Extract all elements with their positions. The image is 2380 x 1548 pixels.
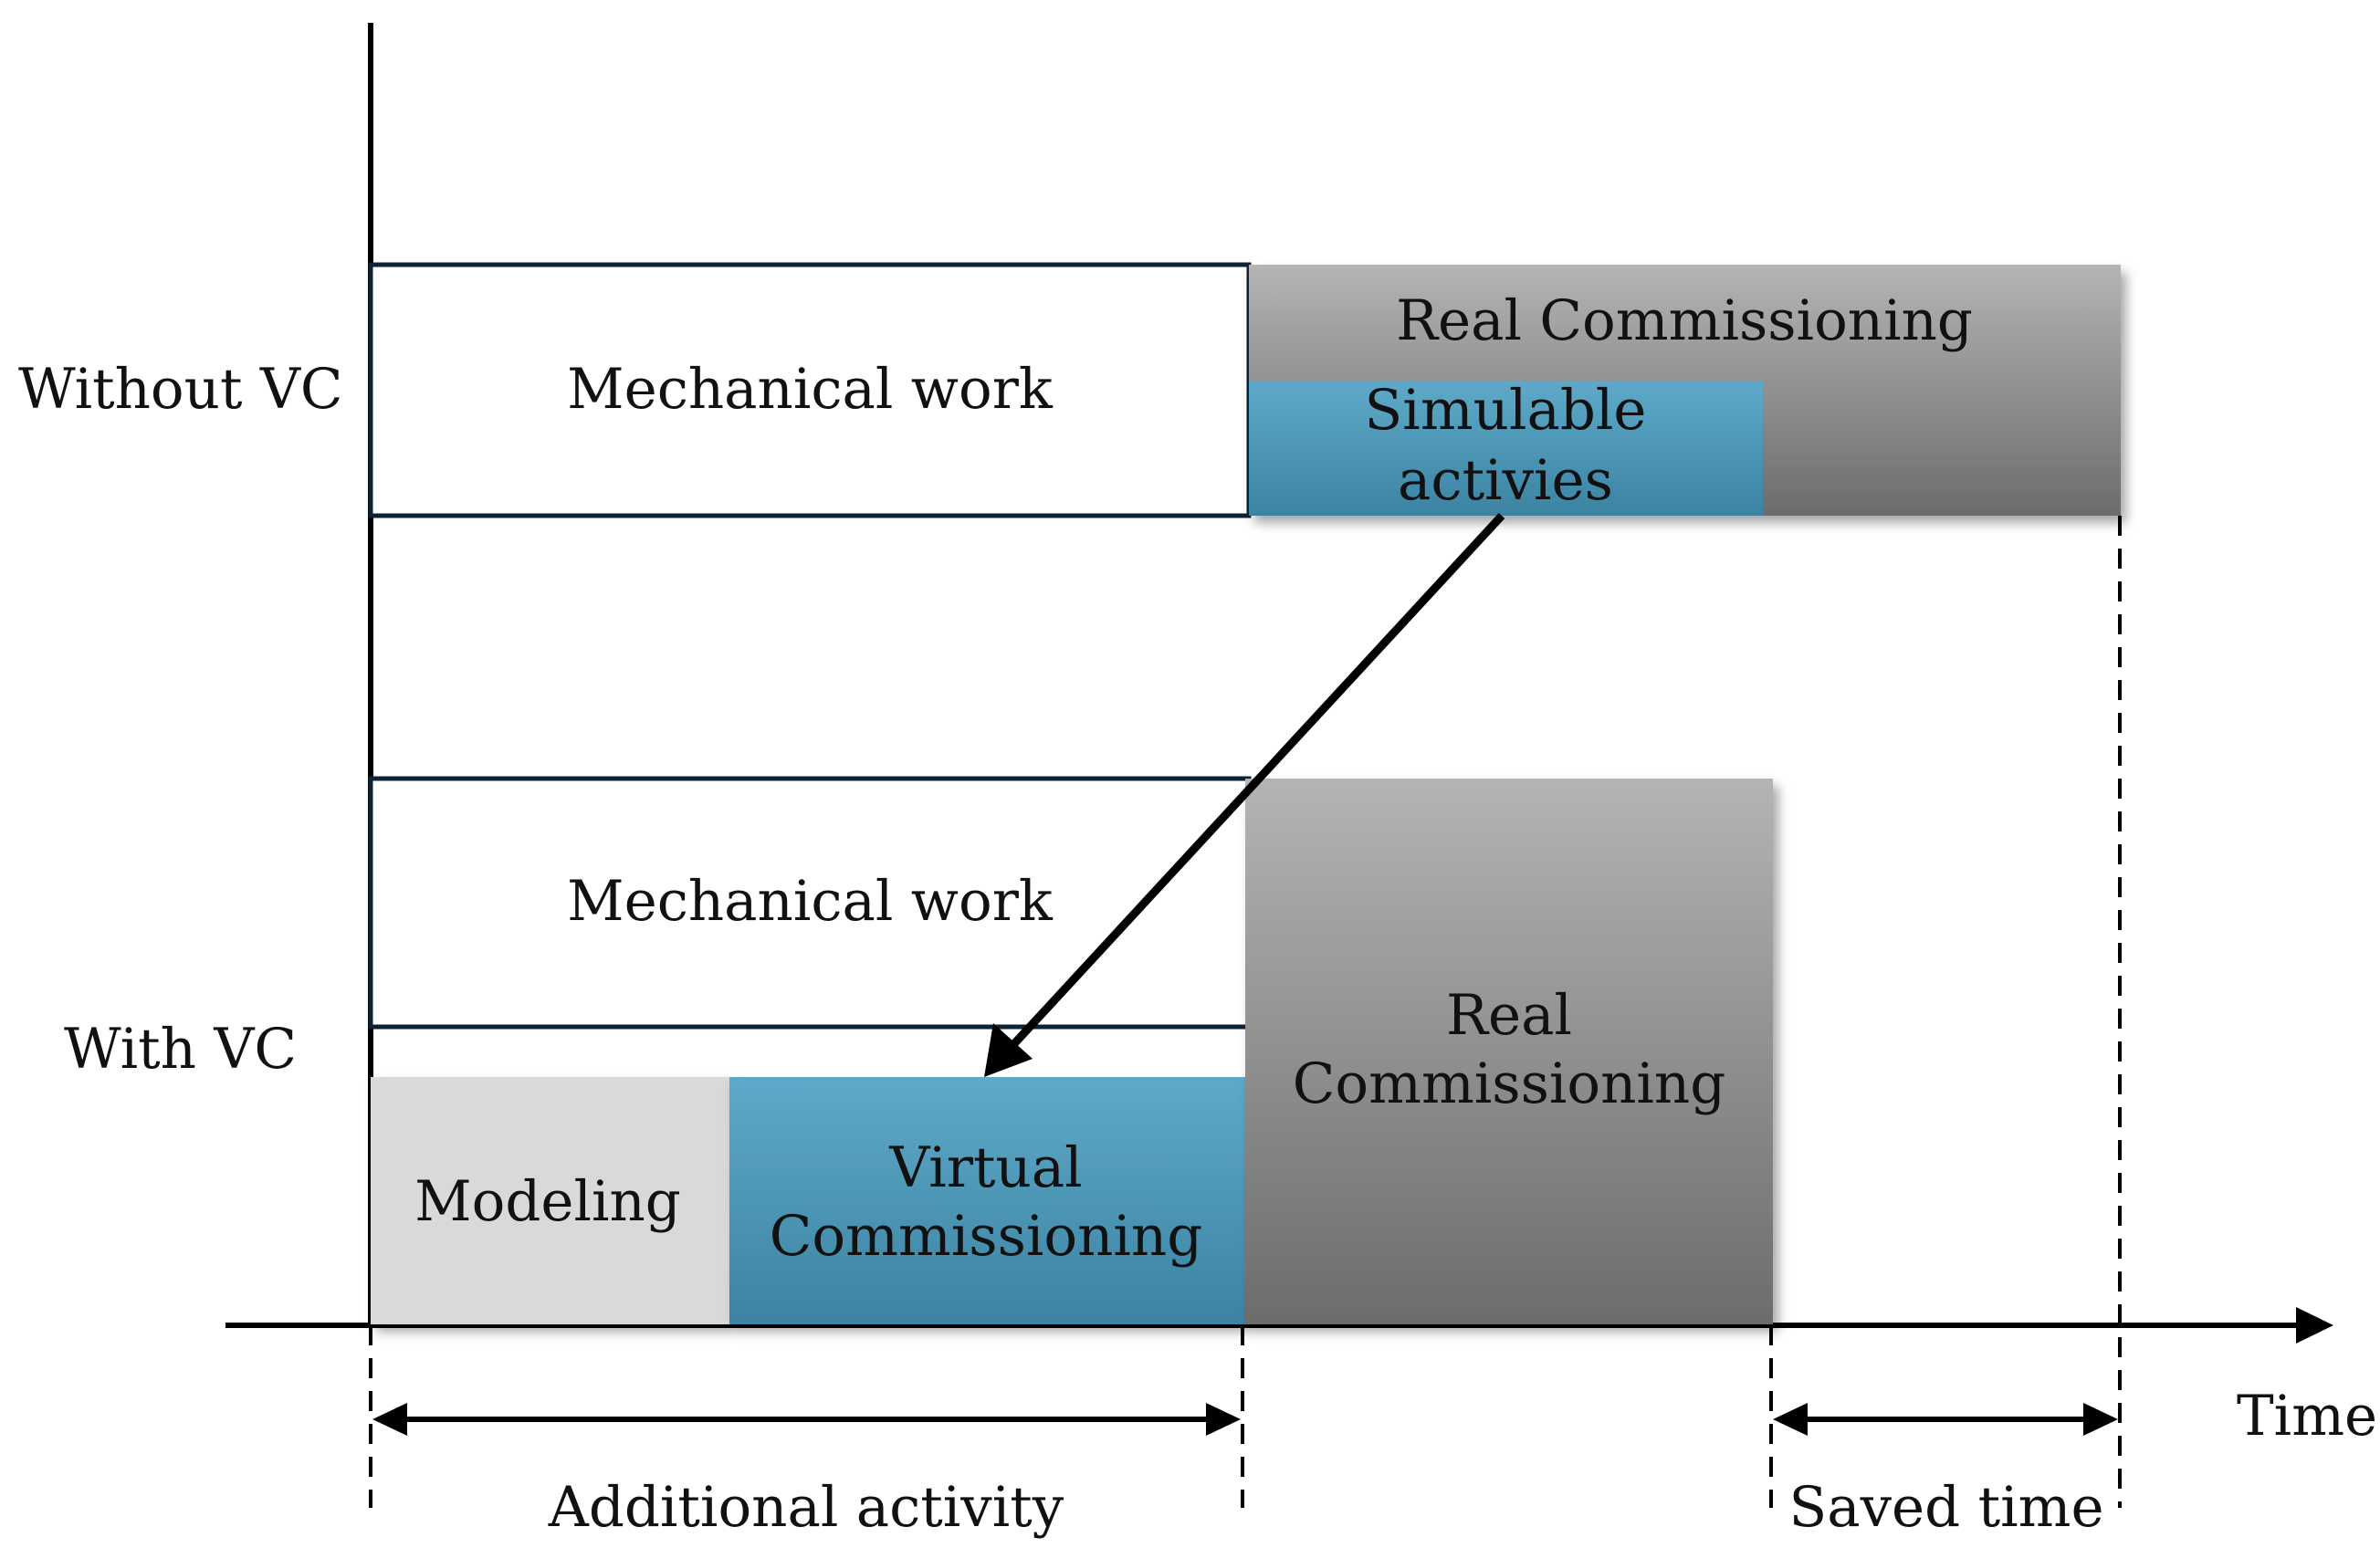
real-commissioning-label-line1-with-vc: Real: [1446, 983, 1572, 1048]
saved-time-span-arrowhead-left: [1773, 1403, 1808, 1436]
saved-time-label: Saved time: [1788, 1475, 2103, 1540]
virtual-commissioning-box: [729, 1077, 1245, 1324]
mechanical-work-box-without-vc: [368, 262, 1252, 518]
modeling-box: [371, 1077, 729, 1324]
simulable-activities-label-line2: activies: [1398, 448, 1613, 513]
saved-time-span-arrowhead-right: [2083, 1403, 2118, 1436]
virtual-commissioning-label-line1: Virtual: [888, 1135, 1082, 1200]
time-axis-label: Time: [2237, 1384, 2377, 1449]
mechanical-work-label-without-vc: Mechanical work: [567, 357, 1054, 422]
row-label-without-vc: Without VC: [18, 357, 343, 422]
real-commissioning-box-with-vc: [1245, 779, 1773, 1324]
real-commissioning-label-without-vc: Real Commissioning: [1396, 288, 1973, 353]
mechanical-work-label-with-vc: Mechanical work: [567, 869, 1054, 934]
virtual-commissioning-label-line2: Commissioning: [770, 1204, 1203, 1269]
additional-activity-span-arrowhead-right: [1206, 1403, 1241, 1436]
simulable-activities-label-line1: Simulable: [1365, 378, 1647, 443]
simulable-activities-box: [1249, 382, 1763, 516]
transfer-arrow-line: [1005, 512, 1505, 1053]
row-label-with-vc: With VC: [64, 1017, 297, 1082]
mechanical-work-box-with-vc: [368, 776, 1252, 1030]
time-axis-arrowhead: [2296, 1307, 2333, 1344]
real-commissioning-label-line2-with-vc: Commissioning: [1293, 1051, 1726, 1116]
additional-activity-span-arrowhead-left: [372, 1403, 407, 1436]
additional-activity-label: Additional activity: [548, 1475, 1064, 1540]
transfer-arrow-head: [984, 1023, 1033, 1077]
modeling-label: Modeling: [414, 1169, 681, 1234]
